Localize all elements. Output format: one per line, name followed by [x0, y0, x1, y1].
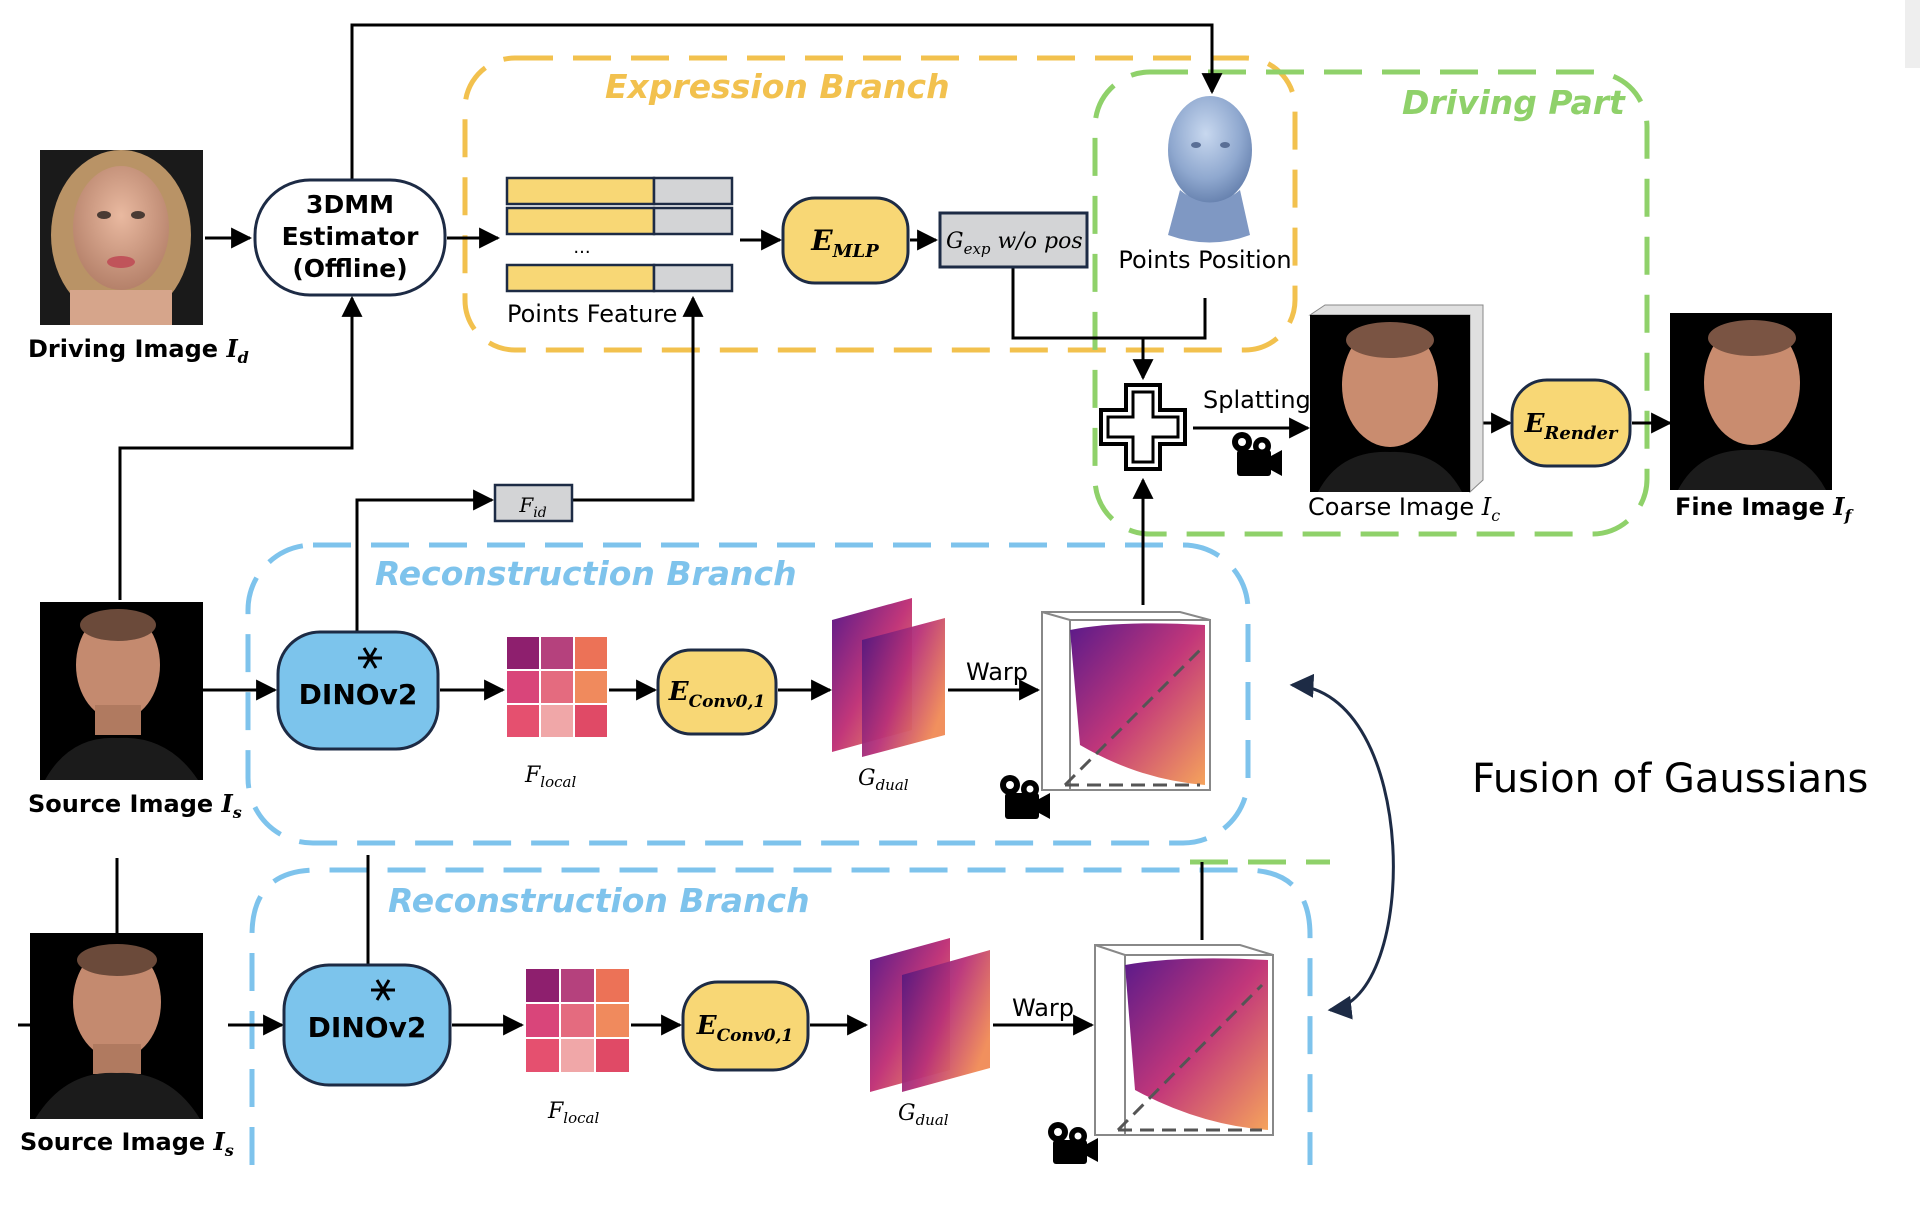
svg-text:Flocal: Flocal [547, 1099, 599, 1127]
e-conv-module-top: EConv0,1 [656, 648, 778, 736]
svg-text:Coarse Image Ic: Coarse Image Ic [1308, 493, 1500, 525]
points-position-label: Points Position [1118, 246, 1291, 274]
gaussian-cube-bottom [1094, 944, 1274, 1136]
gaussian-cube-top [1041, 611, 1211, 791]
feature-ellipsis: ... [573, 237, 590, 258]
estimator-line3: (Offline) [292, 254, 407, 283]
gdual-label-top: Gdual [858, 766, 909, 794]
feature-grid-cell [573, 635, 609, 671]
feature-grid-cell [559, 1002, 596, 1039]
camera-icon [1000, 775, 1050, 819]
arrow-estimator-to-head [350, 23, 1223, 180]
svg-text:Driving Image Id: Driving Image Id [28, 334, 249, 367]
source-image-caption: Source Image Is [28, 789, 242, 822]
feature-grid-cell [505, 703, 541, 739]
recon-branch-top-title: Reconstruction Branch [375, 554, 797, 593]
svg-text:DINOv2: DINOv2 [308, 1011, 427, 1044]
svg-text:Gexp w/o pos: Gexp w/o pos [946, 229, 1083, 258]
source-image-2 [30, 933, 203, 1119]
e-render-module: ERender [1510, 378, 1632, 468]
fusion-double-arrow [1289, 673, 1395, 1020]
snowflake-icon [371, 979, 395, 1001]
arrow-source-to-estimator [118, 295, 363, 600]
recon-branch-top-container [245, 542, 1251, 846]
feature-grid-cell [539, 669, 575, 705]
feature-grid-cell [594, 1002, 631, 1039]
fine-image [1670, 313, 1832, 490]
dino-module-bottom: DINOv2 [282, 963, 452, 1087]
source-image-2-caption: Source Image Is [20, 1127, 234, 1160]
coarse-image-caption: Coarse Image Ic [1308, 493, 1500, 525]
svg-text:EConv0,1: EConv0,1 [696, 1011, 794, 1046]
arrow-fid-to-feature [572, 295, 704, 502]
svg-text:Source Image Is: Source Image Is [28, 789, 242, 822]
estimator-line1: 3DMM [306, 190, 394, 219]
flocal-label-bottom: Flocal [547, 1099, 599, 1127]
feature-grid-cell [524, 967, 561, 1004]
splatting-label: Splatting [1203, 386, 1311, 414]
feature-grid-cell [505, 635, 541, 671]
line-gexp-to-join [1011, 268, 1143, 340]
head-mesh-icon [1168, 96, 1252, 243]
expression-branch-title: Expression Branch [605, 67, 950, 106]
feature-grid-cell [524, 1037, 561, 1074]
driving-image [40, 150, 203, 325]
feature-grid-cell [505, 669, 541, 705]
svg-text:Fid: Fid [518, 493, 546, 521]
driving-image-caption: Driving Image Id [28, 334, 249, 367]
flocal-label-top: Flocal [524, 763, 576, 791]
feature-grid-cell [573, 669, 609, 705]
e-conv-module-bottom: EConv0,1 [681, 980, 810, 1072]
svg-text:ERender: ERender [1524, 409, 1619, 444]
driving-part-container [1092, 69, 1650, 537]
svg-text:Gdual: Gdual [898, 1101, 949, 1129]
arrow-dino-to-fid [355, 489, 495, 632]
feature-grid-cell [573, 703, 609, 739]
camera-icon [1048, 1122, 1098, 1164]
camera-icon [1232, 432, 1282, 476]
plus-icon [1099, 383, 1187, 471]
coarse-image [1308, 304, 1484, 494]
svg-text:DINOv2: DINOv2 [299, 678, 418, 711]
3dmm-estimator-box: 3DMM Estimator (Offline) [253, 178, 447, 297]
gdual-label-bottom: Gdual [898, 1101, 949, 1129]
svg-text:EMLP: EMLP [810, 224, 879, 262]
snowflake-icon [358, 647, 382, 669]
svg-text:Flocal: Flocal [524, 763, 576, 791]
flocal-grid-top [505, 635, 609, 739]
source-image [40, 602, 203, 780]
gdual-planes-top [832, 598, 945, 757]
warp-label-bottom: Warp [1012, 994, 1074, 1022]
feature-grid-cell [539, 635, 575, 671]
feature-grid-cell [524, 1002, 561, 1039]
svg-text:Source Image Is: Source Image Is [20, 1127, 234, 1160]
driving-part-title: Driving Part [1402, 83, 1626, 122]
gdual-planes-bottom [870, 938, 990, 1092]
feature-grid-cell [559, 967, 596, 1004]
recon-branch-bottom-title: Reconstruction Branch [388, 881, 810, 920]
e-mlp-module: EMLP [781, 196, 910, 285]
fine-image-caption: Fine Image If [1675, 492, 1855, 525]
feature-grid-cell [594, 967, 631, 1004]
dino-module-top: DINOv2 [276, 630, 440, 751]
points-feature-stack: ... [505, 176, 734, 293]
fusion-label: Fusion of Gaussians [1472, 756, 1868, 802]
points-feature-label: Points Feature [507, 300, 677, 328]
line-position-to-join [1143, 298, 1207, 340]
feature-grid-cell [559, 1037, 596, 1074]
feature-grid-cell [539, 703, 575, 739]
svg-text:Fine Image If: Fine Image If [1675, 492, 1855, 525]
expression-branch-container [462, 55, 1298, 353]
svg-text:EConv0,1: EConv0,1 [668, 677, 766, 712]
right-edge-strip [1905, 0, 1920, 68]
flocal-grid-bottom [524, 967, 631, 1074]
warp-label-top: Warp [966, 658, 1028, 686]
feature-grid-cell [594, 1037, 631, 1074]
fid-box: Fid [493, 483, 574, 523]
svg-text:Gdual: Gdual [858, 766, 909, 794]
gexp-box: Gexp w/o pos [938, 211, 1089, 269]
estimator-line2: Estimator [282, 222, 420, 251]
